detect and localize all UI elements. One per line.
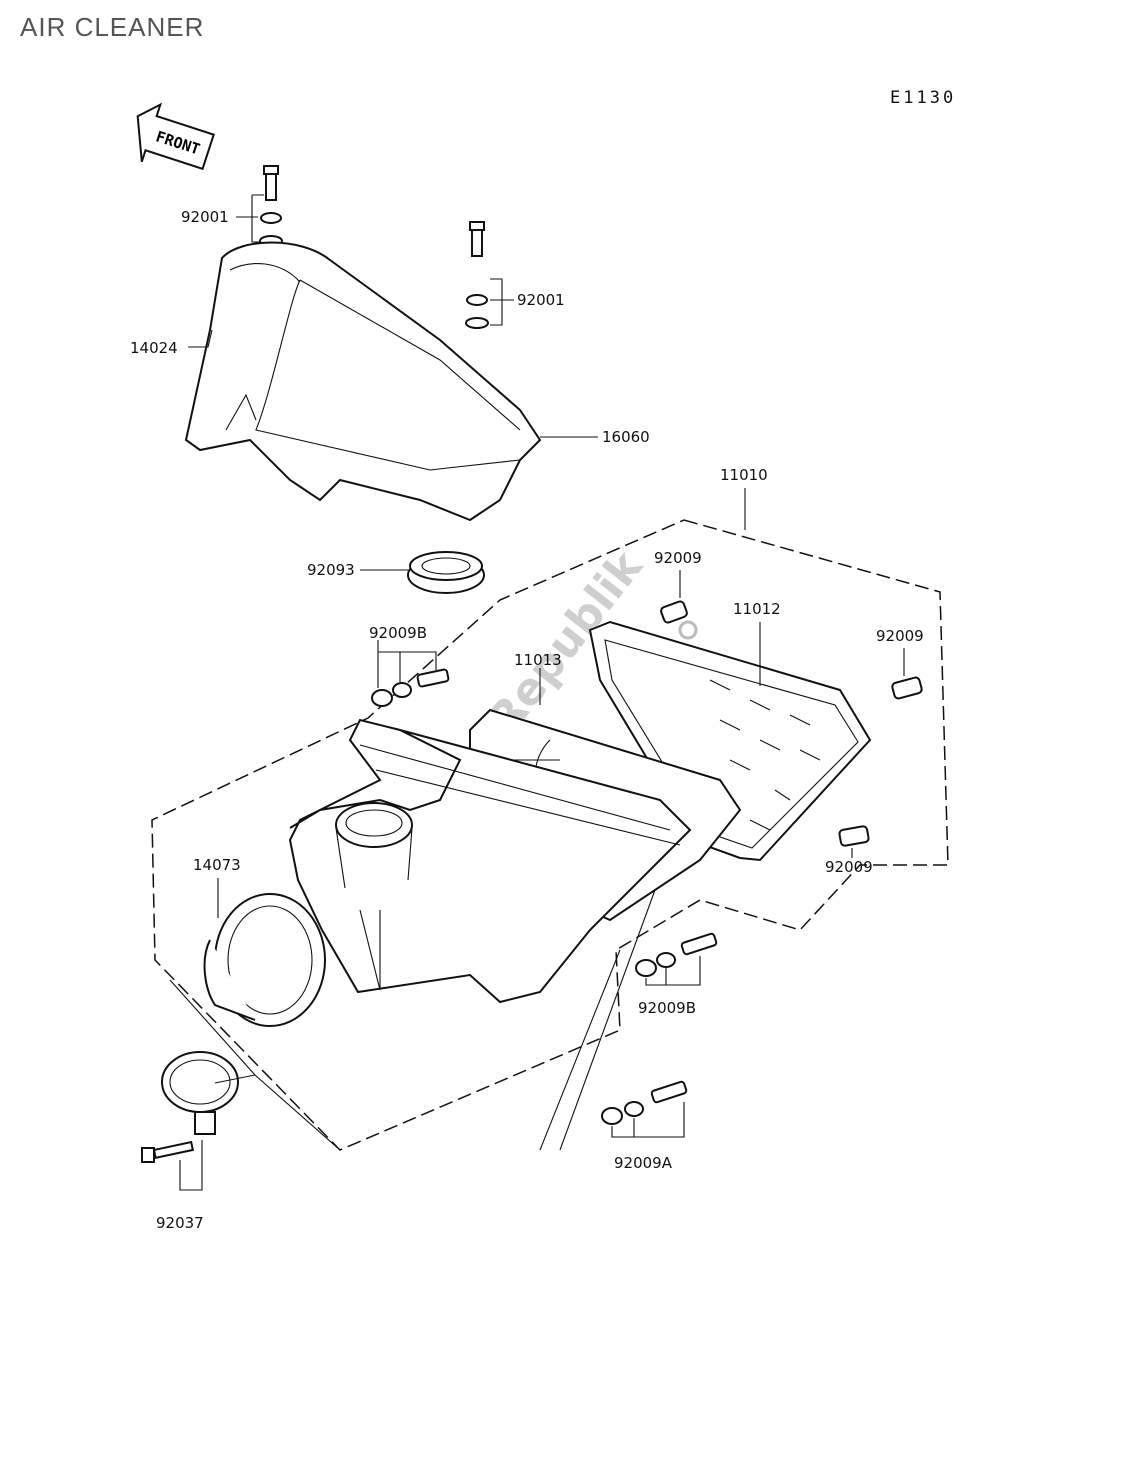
label-92001-right: 92001 bbox=[517, 291, 565, 309]
screw-set-92009B-right-icon bbox=[635, 932, 718, 977]
label-92001-top: 92001 bbox=[181, 208, 229, 226]
screw-92009-top-icon bbox=[660, 600, 688, 624]
label-11010: 11010 bbox=[720, 466, 768, 484]
label-92093: 92093 bbox=[307, 561, 355, 579]
label-14073: 14073 bbox=[193, 856, 241, 874]
label-11012: 11012 bbox=[733, 600, 781, 618]
page-title: AIR CLEANER bbox=[20, 12, 205, 42]
label-92037: 92037 bbox=[156, 1214, 204, 1232]
screw-92009-right-icon bbox=[891, 676, 923, 700]
label-92009B-right: 92009B bbox=[638, 999, 697, 1017]
seal-92093-part bbox=[407, 551, 485, 594]
screw-92009-lower-icon bbox=[838, 825, 870, 847]
air-cleaner-cover-part bbox=[184, 241, 542, 522]
screw-set-92009A-icon bbox=[601, 1080, 688, 1125]
label-92009-right: 92009 bbox=[876, 627, 924, 645]
intake-funnel-14073-part bbox=[203, 893, 326, 1027]
filter-frame-11012-part bbox=[588, 620, 872, 862]
label-92009-top: 92009 bbox=[654, 549, 702, 567]
screw-92037-icon bbox=[141, 1140, 195, 1163]
clamp-part bbox=[161, 1051, 239, 1135]
screw-set-92009B-left-icon bbox=[371, 668, 450, 707]
label-92009-lower: 92009 bbox=[825, 858, 873, 876]
diagram-code: E1130 bbox=[890, 88, 957, 108]
front-arrow-icon: FRONT bbox=[136, 102, 215, 171]
gear-watermark-icon bbox=[678, 620, 698, 640]
air-cleaner-housing-part bbox=[288, 718, 692, 1004]
label-11013: 11013 bbox=[514, 651, 562, 669]
label-92009B-left: 92009B bbox=[369, 624, 428, 642]
assembly-outline-11010 bbox=[151, 519, 949, 1151]
label-16060: 16060 bbox=[602, 428, 650, 446]
label-92009A: 92009A bbox=[614, 1154, 672, 1172]
bolt-92001-top-icon bbox=[259, 165, 283, 247]
label-14024: 14024 bbox=[130, 339, 178, 357]
bolt-92001-right-icon bbox=[465, 221, 489, 329]
